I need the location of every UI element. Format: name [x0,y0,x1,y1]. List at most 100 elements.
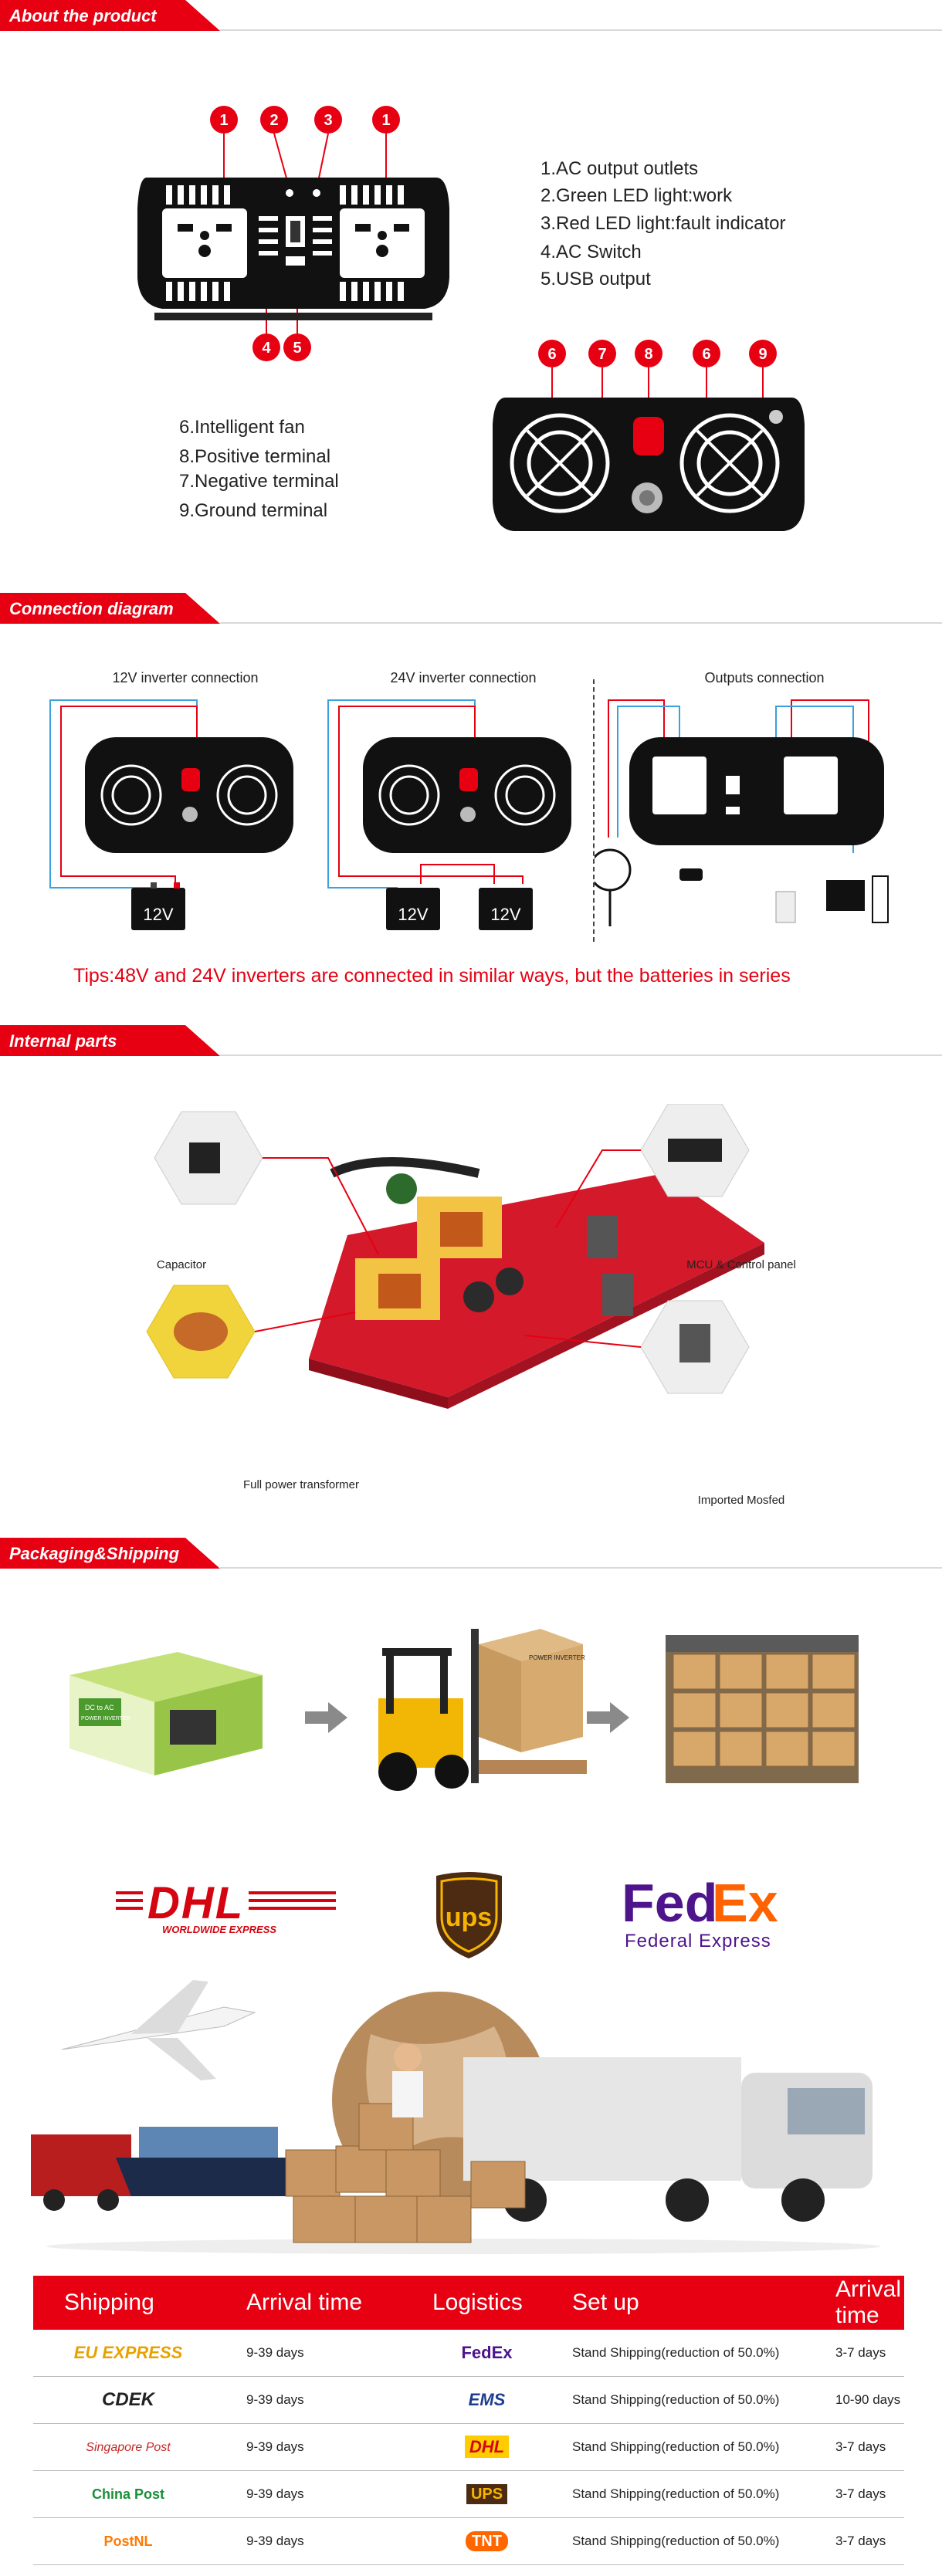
dhl-subtext: WORLDWIDE EXPRESS [162,1924,277,1935]
section-header-packaging: Packaging&Shipping [0,1538,942,1569]
table-row: Singapore Post 9-39 days DHL Stand Shipp… [33,2423,904,2471]
arrival2-cell: 3-7 days [820,2470,904,2518]
fedex-fed: Fed [622,1873,718,1933]
box-text: POWER INVERTER [81,1716,130,1721]
diagram-outputs [595,699,889,926]
logistics-logo: UPS [466,2483,508,2504]
dhl-text: DHL [143,1877,249,1929]
badge: 1 [219,112,228,129]
carton-text: POWER INVERTER [529,1654,585,1661]
section-header-internal: Internal parts [0,1025,942,1056]
fedex-subtext: Federal Express [625,1931,771,1951]
setup-cell: Stand Shipping(reduction of 50.0%) [557,2330,820,2377]
label-mcu: MCU & Control panel [686,1258,796,1271]
badge: 7 [598,346,606,363]
arrival-cell: 9-39 days [223,2376,417,2424]
setup-cell: Stand Shipping(reduction of 50.0%) [557,2470,820,2518]
section-title: About the product [9,6,157,25]
table-row: China Post 9-39 days UPS Stand Shipping(… [33,2470,904,2518]
arrival-cell: 9-39 days [223,2470,417,2518]
connection-tip: Tips:48V and 24V inverters are connected… [73,965,791,987]
label-mosfet: Imported Mosfed [697,1494,785,1507]
arrow-right-icon [587,1702,629,1733]
badge: 6 [547,346,556,363]
diagram-title-12v: 12V inverter connection [112,670,259,685]
header-logistics: Logistics [417,2276,557,2330]
diagram-24v: 12V 12V [327,699,571,930]
fedex-ex: Ex [712,1873,778,1933]
logistics-logo: DHL [464,2436,510,2458]
arrival-cell: 9-39 days [223,2517,417,2565]
badge: 6 [702,346,710,363]
logistics-logo: EMS [468,2390,506,2409]
divider [593,679,595,942]
carrier-logo: Singapore Post [86,2441,171,2454]
forklift-image: POWER INVERTER [378,1629,587,1791]
section-header-connection: Connection diagram [0,593,942,624]
diagram-title-outputs: Outputs connection [704,670,825,685]
warehouse-image [666,1635,859,1783]
front-label-4: 4.AC Switch [540,242,642,262]
badge: 5 [293,340,301,357]
setup-cell: Stand Shipping(reduction of 50.0%) [557,2517,820,2565]
badge: 2 [269,112,278,129]
header-arrival: Arrival time [223,2276,417,2330]
section-header-about: About the product [0,0,942,31]
front-label-2: 2.Green LED light:work [540,185,733,206]
shipping-table: Shipping Arrival time Logistics Set up A… [33,2276,904,2565]
inverter-back-panel-illustration: 6 7 8 6 9 [493,340,805,531]
ups-text: ups [446,1903,492,1932]
carrier-logo: China Post [91,2486,164,2502]
fedex-logo: Fed Ex Federal Express [622,1872,799,1951]
inverter-front-panel-illustration: 1 2 3 1 4 5 [137,106,449,361]
logistics-logo: FedEx [461,2343,513,2362]
back-label-9: 9.Ground terminal [179,500,328,521]
diagram-title-24v: 24V inverter connection [390,670,537,685]
badge: 4 [262,340,271,357]
arrival2-cell: 3-7 days [820,2423,904,2471]
table-row: EU EXPRESS 9-39 days FedEx Stand Shippin… [33,2330,904,2377]
front-label-5: 5.USB output [540,269,651,289]
section-title: Internal parts [9,1031,117,1051]
setup-cell: Stand Shipping(reduction of 50.0%) [557,2423,820,2471]
carrier-logo: CDEK [101,2389,154,2410]
arrival-cell: 9-39 days [223,2423,417,2471]
section-title: Packaging&Shipping [9,1544,180,1563]
logistics-logo: TNT [466,2530,508,2551]
header-shipping: Shipping [33,2276,223,2330]
section-title: Connection diagram [9,599,174,618]
arrival2-cell: 10-90 days [820,2376,904,2424]
box-text: DC to AC [85,1704,114,1711]
label-transformer: Full power transformer [242,1478,360,1491]
battery-label: 12V [398,905,428,924]
carrier-logo: EU EXPRESS [73,2343,183,2362]
logistics-collage-image [31,1980,880,2254]
dhl-logo: DHL WORLDWIDE EXPRESS [116,1877,336,1938]
arrival-cell: 9-39 days [223,2330,417,2377]
ups-logo: ups [436,1872,502,1958]
table-row: CDEK 9-39 days EMS Stand Shipping(reduct… [33,2376,904,2424]
back-label-7: 7.Negative terminal [179,471,339,492]
arrival2-cell: 3-7 days [820,2517,904,2565]
arrow-right-icon [305,1702,347,1733]
arrival2-cell: 3-7 days [820,2330,904,2377]
badge: 9 [758,346,767,363]
back-label-8: 8.Positive terminal [179,446,331,467]
carrier-logo: PostNL [103,2533,153,2549]
header-setup: Set up [557,2276,820,2330]
back-label-6: 6.Intelligent fan [179,417,305,438]
product-box-image: DC to AC POWER INVERTER [69,1652,263,1775]
table-row: PostNL 9-39 days TNT Stand Shipping(redu… [33,2517,904,2565]
front-label-3: 3.Red LED light:fault indicator [540,213,786,234]
battery-label: 12V [490,905,520,924]
battery-label: 12V [143,905,173,924]
internal-parts-illustration [146,1104,764,1409]
label-capacitor: Capacitor [156,1258,207,1271]
header-arrival-2: Arrival time [820,2276,904,2330]
badge: 3 [324,112,332,129]
setup-cell: Stand Shipping(reduction of 50.0%) [557,2376,820,2424]
badge: 8 [644,346,652,363]
badge: 1 [381,112,390,129]
diagram-12v: 12V [49,699,293,930]
front-label-1: 1.AC output outlets [540,158,699,179]
